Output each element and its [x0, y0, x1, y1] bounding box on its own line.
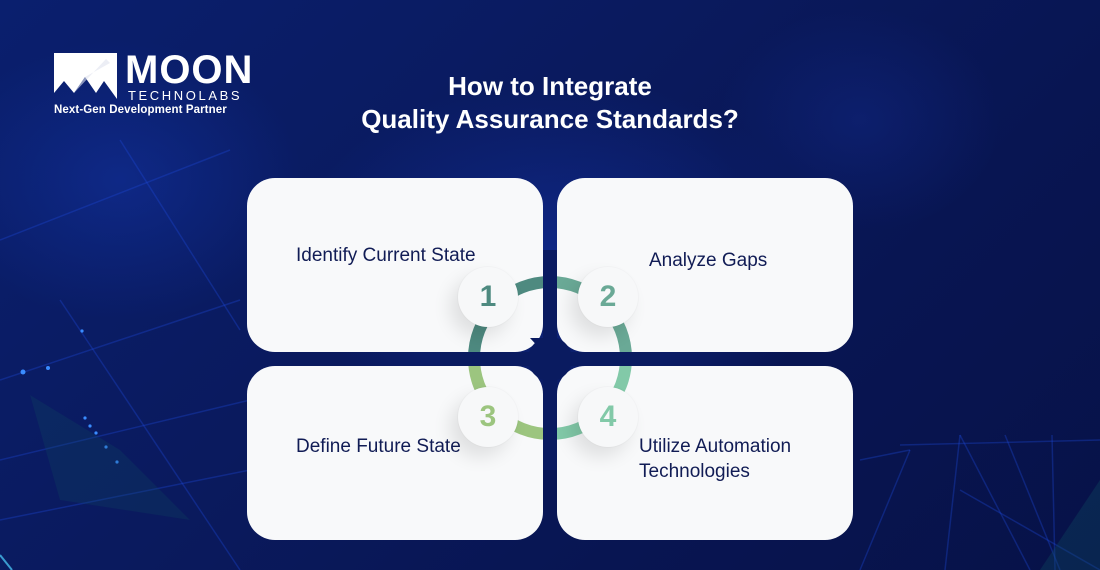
step-number-4: 4 [578, 387, 638, 447]
step-label: Define Future State [296, 436, 461, 457]
logo-brand-primary: MOON [125, 48, 254, 92]
step-card-1: Identify Current State [247, 178, 543, 352]
step-label: Identify Current State [296, 245, 476, 266]
title-line-1: How to Integrate [448, 71, 652, 101]
step-label: Utilize Automation Technologies [639, 436, 792, 482]
step-label: Analyze Gaps [649, 250, 768, 271]
step-number-2: 2 [578, 267, 638, 327]
company-logo[interactable]: MOON TECHNOLABS Next-Gen Development Par… [54, 50, 254, 120]
mountain-logo-icon [54, 53, 117, 99]
title-line-2: Quality Assurance Standards? [361, 104, 739, 134]
step-number-1: 1 [458, 267, 518, 327]
step-number-3: 3 [458, 387, 518, 447]
logo-tagline: Next-Gen Development Partner [54, 104, 227, 116]
logo-brand-secondary: TECHNOLABS [128, 88, 243, 103]
page-title: How to Integrate Quality Assurance Stand… [250, 70, 850, 136]
